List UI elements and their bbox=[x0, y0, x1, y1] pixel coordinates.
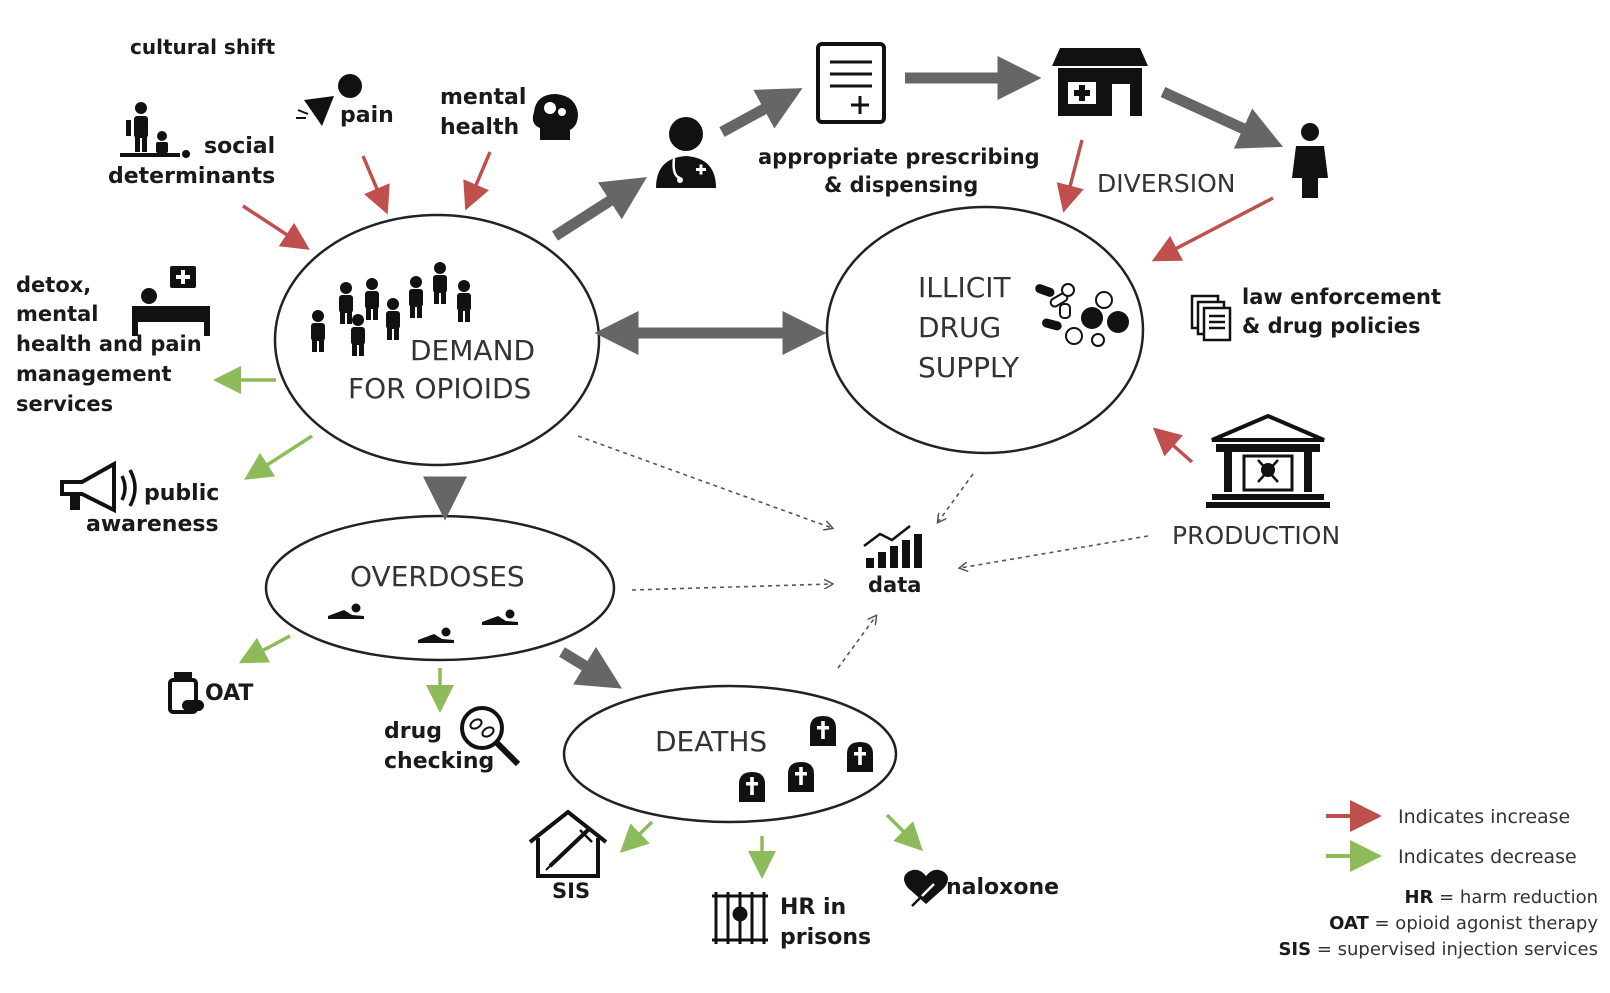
family-icon bbox=[120, 102, 190, 158]
bar-chart-icon bbox=[863, 525, 922, 568]
tombstone-icon bbox=[739, 716, 873, 802]
mental-health-label-line2: health bbox=[440, 115, 519, 140]
detox-label-line2: mental bbox=[16, 302, 98, 326]
deaths-label: DEATHS bbox=[655, 725, 767, 758]
cultural-shift-label: cultural shift bbox=[130, 35, 276, 59]
neutral-arrows bbox=[423, 56, 1284, 689]
demand-to-data-arrow bbox=[577, 435, 832, 528]
increase-arrows bbox=[242, 139, 1274, 464]
person-diversion-increase-arrow bbox=[1151, 196, 1274, 262]
demand-to-prescriber-arrow bbox=[552, 177, 647, 241]
documents-icon bbox=[1190, 294, 1232, 342]
demand-node: DEMAND FOR OPIOIDS bbox=[273, 213, 601, 467]
detox-label-line1: detox, bbox=[16, 273, 91, 297]
legend-increase-label: Indicates increase bbox=[1398, 806, 1570, 828]
overdoses-label: OVERDOSES bbox=[350, 560, 525, 593]
deaths-node: DEATHS bbox=[562, 684, 898, 824]
data-flow-arrows bbox=[577, 435, 1149, 669]
megaphone-icon bbox=[60, 460, 137, 514]
supply-to-data-arrow bbox=[938, 473, 974, 522]
prison-bars-icon bbox=[712, 892, 768, 944]
legend-abbr-sis: SIS = supervised injection services bbox=[1278, 939, 1598, 960]
social-determinants-increase-arrow bbox=[242, 204, 310, 250]
law-enforcement-label-line2: & drug policies bbox=[1242, 314, 1421, 338]
production-label: PRODUCTION bbox=[1172, 521, 1340, 550]
prescriber-to-prescription-arrow bbox=[719, 88, 803, 137]
head-brain-icon bbox=[532, 94, 578, 140]
prescribing-label-line2: & dispensing bbox=[824, 173, 978, 197]
legend-decrease-label: Indicates decrease bbox=[1398, 846, 1577, 868]
public-awareness-label-line2: awareness bbox=[86, 512, 219, 537]
hospital-bed-icon bbox=[132, 266, 210, 336]
oat-decrease-arrow bbox=[238, 634, 291, 664]
law-enforcement-label-line1: law enforcement bbox=[1242, 285, 1441, 309]
pain-label: pain bbox=[340, 103, 394, 128]
sis-decrease-arrow bbox=[619, 820, 654, 853]
demand-label-line1: DEMAND bbox=[410, 334, 535, 367]
diversion-label: DIVERSION bbox=[1097, 169, 1236, 198]
pharmacy-to-person-arrow bbox=[1160, 86, 1284, 149]
naloxone-decrease-arrow bbox=[885, 813, 923, 851]
decrease-arrows bbox=[213, 366, 923, 879]
overdoses-to-data-arrow bbox=[631, 584, 832, 591]
magnifying-glass-icon bbox=[460, 706, 521, 767]
legend: Indicates increase Indicates decrease HR… bbox=[1278, 800, 1598, 960]
social-determinants-label-line2: determinants bbox=[108, 164, 275, 189]
supply-label-line1: ILLICIT bbox=[918, 271, 1012, 304]
overdoses-to-deaths-arrow bbox=[559, 646, 623, 689]
prescription-icon bbox=[816, 42, 886, 124]
oat-label: OAT bbox=[205, 681, 253, 706]
medication-bottle-icon bbox=[168, 672, 204, 714]
pills-icon bbox=[1035, 283, 1129, 347]
sis-label: SIS bbox=[552, 879, 590, 903]
drug-checking-label-line1: drug bbox=[384, 719, 442, 744]
production-to-data-arrow bbox=[960, 535, 1149, 568]
legend-abbr-hr: HR = harm reduction bbox=[1404, 887, 1598, 908]
naloxone-heart-icon bbox=[904, 869, 948, 907]
supply-label-line3: SUPPLY bbox=[918, 351, 1020, 384]
hr-prisons-label-line2: prisons bbox=[780, 925, 871, 950]
supply-node: ILLICIT DRUG SUPPLY bbox=[825, 205, 1145, 455]
data-label: data bbox=[868, 573, 921, 597]
prescribing-label-line1: appropriate prescribing bbox=[758, 145, 1040, 169]
syringe-house-icon bbox=[528, 809, 608, 878]
detox-label-line3: health and pain bbox=[16, 332, 202, 356]
production-increase-arrow bbox=[1152, 427, 1194, 464]
factory-building-icon bbox=[1206, 413, 1330, 508]
demand-label-line2: FOR OPIOIDS bbox=[348, 372, 531, 405]
supply-label-line2: DRUG bbox=[918, 311, 1001, 344]
person-icon bbox=[1292, 123, 1328, 198]
social-determinants-label-line1: social bbox=[204, 134, 275, 159]
deaths-to-data-arrow bbox=[837, 616, 876, 669]
mental-health-label-line1: mental bbox=[440, 85, 526, 110]
legend-abbr-oat: OAT = opioid agonist therapy bbox=[1329, 913, 1598, 934]
drug-checking-label-line2: checking bbox=[384, 749, 494, 774]
detox-label-line4: management bbox=[16, 362, 172, 386]
pharmacy-store-icon bbox=[1052, 48, 1148, 116]
detox-label-line5: services bbox=[16, 392, 113, 416]
pain-increase-arrow bbox=[361, 155, 390, 215]
public-awareness-label-line1: public bbox=[144, 481, 219, 506]
doctor-icon bbox=[656, 117, 716, 188]
hr-prisons-label-line1: HR in bbox=[780, 895, 846, 920]
naloxone-label: naloxone bbox=[946, 875, 1059, 900]
people-group-icon bbox=[311, 262, 471, 356]
overdoses-node: OVERDOSES bbox=[264, 514, 616, 662]
pain-icon bbox=[296, 74, 362, 126]
public-awareness-decrease-arrow bbox=[244, 434, 313, 480]
pharmacy-diversion-increase-arrow bbox=[1056, 139, 1084, 213]
mental-health-increase-arrow bbox=[463, 151, 492, 211]
collapsed-person-icon bbox=[328, 603, 518, 643]
